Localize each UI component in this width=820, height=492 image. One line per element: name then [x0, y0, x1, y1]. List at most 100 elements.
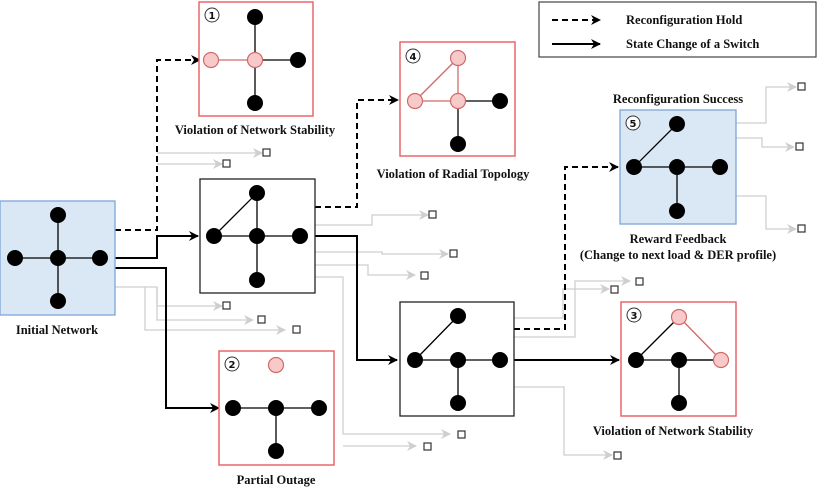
terminal-square-icon: [457, 430, 466, 439]
bus-node: [249, 185, 265, 201]
bus-node: [669, 116, 685, 132]
bus-node: [292, 228, 308, 244]
hold-arrow-to-outcome4: [315, 95, 399, 208]
terminal-square-icon: [613, 451, 622, 460]
bus-node: [311, 400, 327, 416]
terminal-squares: [222, 82, 806, 460]
number-badge-icon: [204, 7, 220, 23]
legend-box: [538, 1, 817, 58]
bus-node: [669, 159, 685, 175]
outcome-5-number: 5: [630, 119, 637, 130]
terminal-square-icon: [635, 277, 644, 286]
bus-node: [50, 207, 66, 223]
outcome-3-number: 3: [631, 311, 638, 322]
bus-node: [669, 203, 685, 219]
outcome-4-label: Violation of Radial Topology: [377, 167, 530, 181]
bus-node: [492, 93, 508, 109]
bus-node: [450, 308, 466, 324]
bus-node: [450, 395, 466, 411]
hold-arrows: [115, 55, 619, 330]
terminal-square-icon: [423, 442, 432, 451]
bus-node: [628, 352, 644, 368]
violated-node: [246, 51, 264, 69]
outcome-3: 3 Violation of Network Stability: [593, 301, 754, 438]
bus-node: [492, 352, 508, 368]
terminal-square-icon: [610, 285, 619, 294]
hold-arrow-to-outcome5: [514, 162, 619, 330]
bus-node: [712, 159, 728, 175]
outcome-1-label: Violation of Network Stability: [175, 123, 336, 137]
outcome-1-number: 1: [209, 11, 216, 22]
terminal-square-icon: [222, 301, 231, 310]
bus-node: [290, 52, 306, 68]
number-badge-icon: [626, 307, 642, 323]
bus-node: [92, 250, 108, 266]
bus-node: [50, 293, 66, 309]
gray-branch: [736, 137, 795, 152]
outcome-4-number: 4: [410, 52, 417, 63]
outcome-5-top-label: Reconfiguration Success: [613, 92, 743, 106]
bus-node: [626, 159, 642, 175]
terminal-square-icon: [797, 224, 806, 233]
bus-node: [249, 228, 265, 244]
terminal-square-icon: [420, 271, 429, 280]
outcome-2-number: 2: [229, 360, 236, 371]
bus-node: [671, 395, 687, 411]
bus-node: [450, 136, 466, 152]
terminal-square-icon: [222, 159, 231, 168]
gray-branch: [514, 386, 613, 460]
gray-branch: [736, 82, 797, 124]
bus-node: [247, 9, 263, 25]
outcome-5-bottom-sublabel: (Change to next load & DER profile): [580, 248, 776, 262]
gray-branch: [315, 210, 429, 226]
gray-branch: [736, 195, 797, 234]
violated-node: [406, 92, 424, 110]
terminal-square-icon: [797, 82, 806, 91]
violated-node: [670, 308, 688, 326]
violated-node: [712, 351, 730, 369]
initial-network: Initial Network: [0, 200, 116, 337]
bus-node: [206, 228, 222, 244]
bus-node: [268, 443, 284, 459]
outcome-3-label: Violation of Network Stability: [593, 424, 754, 438]
switch-arrows: [115, 231, 620, 413]
violated-node: [449, 92, 467, 110]
bus-node: [247, 95, 263, 111]
violated-node: [449, 49, 467, 67]
switch-arrow-to-state1: [115, 231, 199, 259]
bus-node: [225, 400, 241, 416]
terminal-square-icon: [449, 249, 458, 258]
gray-branch: [315, 249, 449, 259]
terminal-square-icon: [257, 315, 266, 324]
gray-branch: [144, 287, 286, 335]
number-badge-icon: [224, 356, 240, 372]
terminal-square-icon: [292, 325, 301, 334]
gray-branches: [115, 82, 797, 460]
terminal-square-icon: [795, 142, 804, 151]
outcome-2: 2 Partial Outage: [218, 350, 335, 487]
switch-arrow-to-outcome2: [115, 267, 220, 413]
outcome-5: Reconfiguration Success 5 Reward Feedbac…: [580, 92, 776, 262]
gray-branch: [514, 276, 631, 338]
outcome-2-label: Partial Outage: [237, 473, 316, 487]
legend: Reconfiguration Hold State Change of a S…: [538, 1, 817, 58]
number-badge-icon: [405, 48, 421, 64]
gray-branch: [514, 284, 610, 319]
switch-arrow-to-state2: [315, 235, 398, 365]
gray-branch: [315, 276, 451, 439]
outcome-4: 4 Violation of Radial Topology: [377, 41, 530, 181]
legend-label-switch: State Change of a Switch: [626, 37, 759, 51]
isolated-node: [267, 356, 285, 374]
outcome-5-bottom-label: Reward Feedback: [630, 232, 727, 246]
terminal-square-icon: [262, 148, 271, 157]
bus-node: [7, 250, 23, 266]
initial-network-label: Initial Network: [16, 323, 98, 337]
number-badge-icon: [625, 115, 641, 131]
bus-node: [50, 250, 66, 266]
bus-node: [450, 352, 466, 368]
state-2: [399, 301, 515, 417]
outcome-1: 1 Violation of Network Stability: [175, 1, 336, 137]
gray-branch: [315, 264, 416, 280]
bus-node: [671, 352, 687, 368]
